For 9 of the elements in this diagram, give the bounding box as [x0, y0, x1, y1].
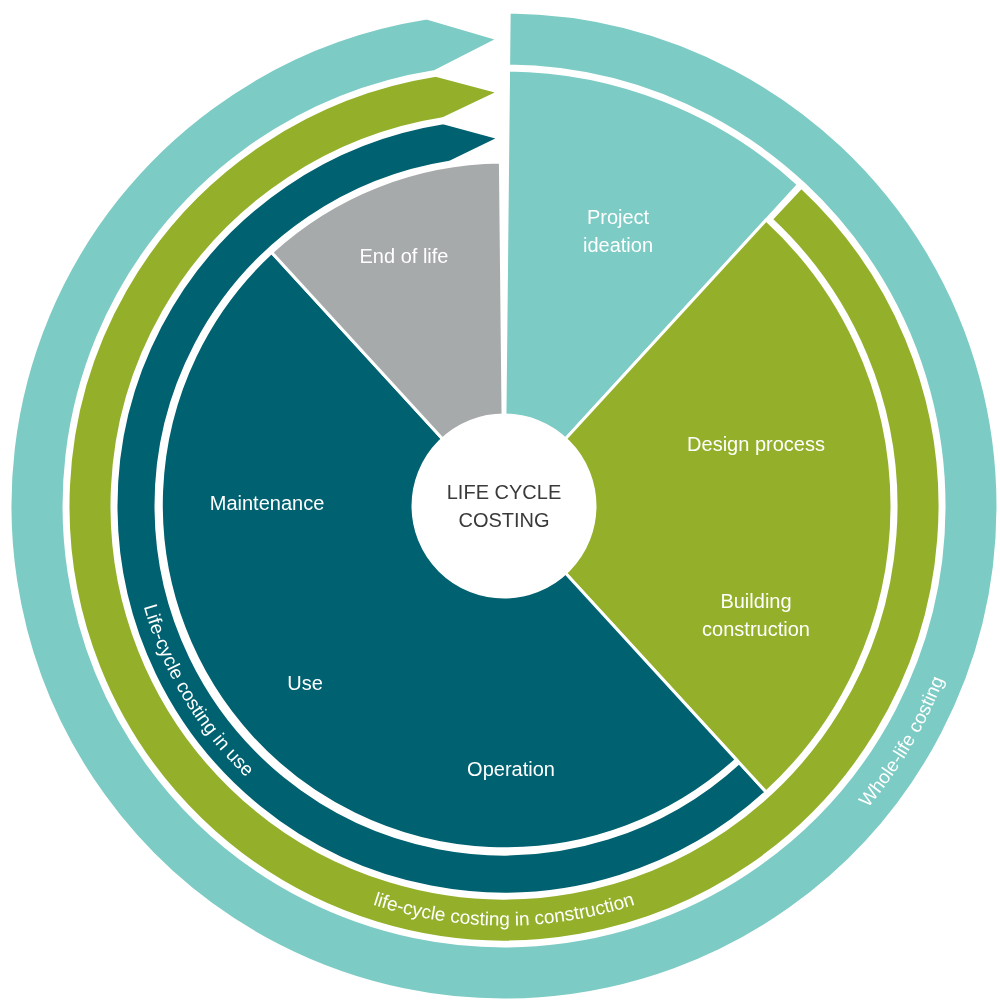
sector-label: Use: [286, 671, 324, 696]
sector-label: End of life: [358, 244, 450, 269]
sector-label: Maintenance: [208, 491, 326, 516]
sector-label: Building construction: [701, 589, 811, 642]
ring-label: life-cycle costing in construction: [371, 888, 637, 930]
sector-label: Operation: [466, 757, 556, 782]
center-label: LIFE CYCLE COSTING: [445, 480, 563, 533]
sector-label: Design process: [686, 432, 826, 457]
sector-label: Project ideation: [581, 205, 655, 258]
